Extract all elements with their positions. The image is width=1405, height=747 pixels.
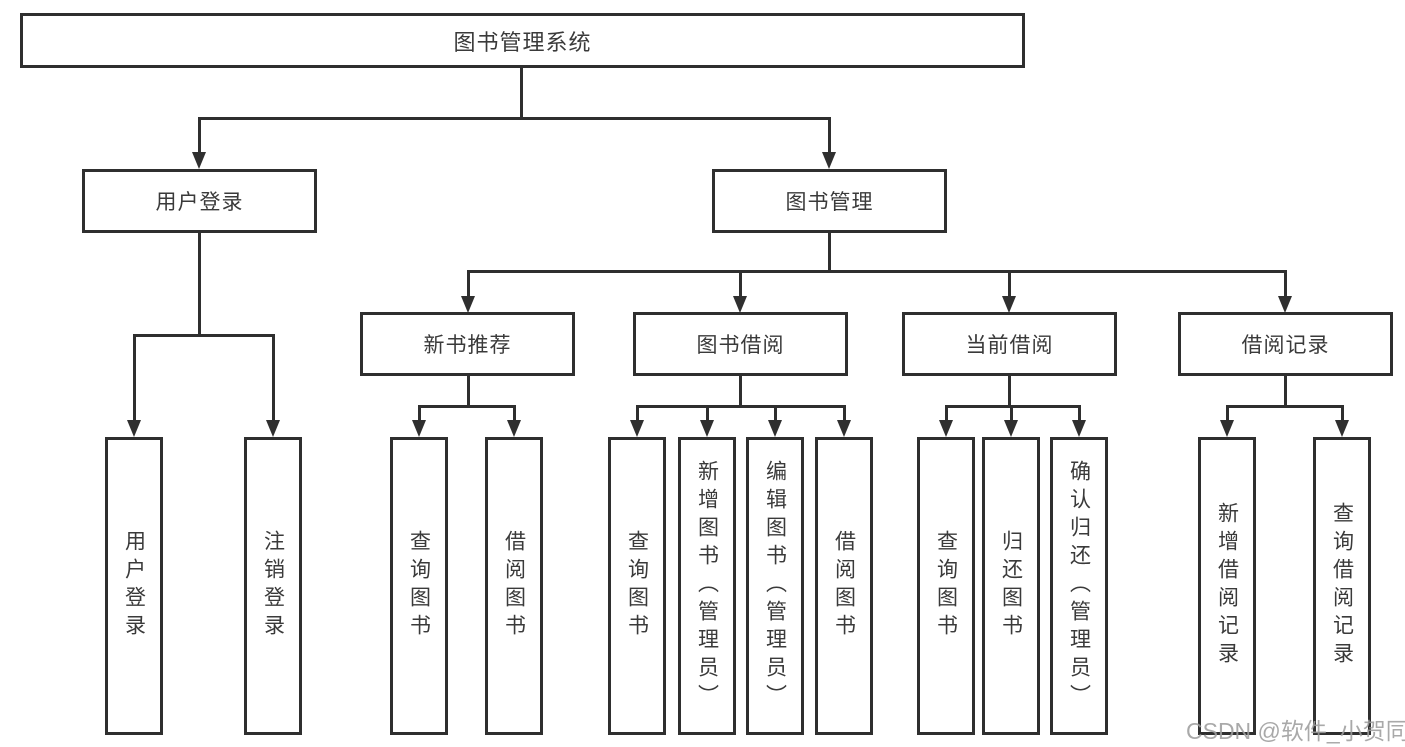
- arrow-down-icon: [412, 420, 426, 437]
- leaf-borrow-books-label: 借阅图书: [832, 530, 856, 642]
- connector-drop-leaf: [774, 405, 777, 421]
- node-book-management-label: 图书管理: [785, 191, 874, 214]
- connector-drop-branch: [739, 270, 742, 297]
- arrow-down-icon: [1072, 420, 1086, 437]
- connector-records-bar: [1226, 405, 1343, 408]
- node-user-login: 用户登录: [82, 169, 317, 233]
- arrow-down-icon: [630, 420, 644, 437]
- leaf-return-books-label: 归还图书: [999, 530, 1023, 642]
- leaf-add-book-admin: 新增图书（管理员）: [678, 437, 736, 735]
- leaf-borrow-books-recommend-label: 借阅图书: [502, 530, 526, 642]
- leaf-edit-book-admin-label: 编辑图书（管理员）: [763, 460, 787, 712]
- leaf-confirm-return-admin-label: 确认归还（管理员）: [1067, 460, 1091, 712]
- arrow-down-icon: [1335, 420, 1349, 437]
- connector-level2-bar: [198, 117, 831, 120]
- leaf-query-books-recommend: 查询图书: [390, 437, 448, 735]
- connector-drop-branch: [1008, 270, 1011, 297]
- arrow-down-icon: [127, 420, 141, 437]
- arrow-down-icon: [1278, 296, 1292, 313]
- leaf-query-books-recommend-label: 查询图书: [407, 530, 431, 642]
- leaf-return-books: 归还图书: [982, 437, 1040, 735]
- leaf-logout: 注销登录: [244, 437, 302, 735]
- node-borrowing-records-label: 借阅记录: [1241, 334, 1330, 357]
- connector-drop-leaf: [945, 405, 948, 421]
- leaf-query-books-borrow: 查询图书: [608, 437, 666, 735]
- connector-drop-leaf: [272, 334, 275, 421]
- leaf-user-login: 用户登录: [105, 437, 163, 735]
- connector-drop-leaf: [706, 405, 709, 421]
- leaf-query-books-current: 查询图书: [917, 437, 975, 735]
- node-new-book-recommend: 新书推荐: [360, 312, 575, 376]
- leaf-add-book-admin-label: 新增图书（管理员）: [695, 460, 719, 712]
- arrow-down-icon: [266, 420, 280, 437]
- connector-drop-branch: [1284, 270, 1287, 297]
- node-book-management: 图书管理: [712, 169, 947, 233]
- leaf-logout-label: 注销登录: [261, 530, 285, 642]
- leaf-query-books-borrow-label: 查询图书: [625, 530, 649, 642]
- arrow-down-icon: [822, 152, 836, 169]
- connector-drop-leaf: [133, 334, 136, 421]
- leaf-query-borrow-record-label: 查询借阅记录: [1330, 502, 1354, 670]
- connector-drop-leaf: [1341, 405, 1344, 421]
- leaf-add-borrow-record-label: 新增借阅记录: [1215, 502, 1239, 670]
- csdn-watermark: CSDN @软件_小贺同学: [1186, 718, 1405, 744]
- connector-root-stub: [520, 68, 523, 118]
- leaf-user-login-label: 用户登录: [122, 530, 146, 642]
- arrow-down-icon: [1002, 296, 1016, 313]
- connector-recommend-bar: [418, 405, 515, 408]
- leaf-query-books-current-label: 查询图书: [934, 530, 958, 642]
- connector-drop-branch: [467, 270, 470, 297]
- arrow-down-icon: [1220, 420, 1234, 437]
- leaf-edit-book-admin: 编辑图书（管理员）: [746, 437, 804, 735]
- connector-drop-leaf: [418, 405, 421, 421]
- connector-borrowing-stub: [739, 376, 742, 408]
- connector-drop-leaf: [1226, 405, 1229, 421]
- arrow-down-icon: [192, 152, 206, 169]
- node-root-label: 图书管理系统: [453, 29, 592, 55]
- leaf-confirm-return-admin: 确认归还（管理员）: [1050, 437, 1108, 735]
- connector-book-management-stub: [828, 233, 831, 272]
- arrow-down-icon: [939, 420, 953, 437]
- connector-current-stub: [1008, 376, 1011, 408]
- connector-drop-leaf: [1010, 405, 1013, 421]
- arrow-down-icon: [461, 296, 475, 313]
- arrow-down-icon: [507, 420, 521, 437]
- connector-user-login-stub: [198, 233, 201, 337]
- connector-drop-leaf: [1078, 405, 1081, 421]
- arrow-down-icon: [768, 420, 782, 437]
- connector-drop-user-login: [198, 117, 201, 153]
- node-book-borrowing: 图书借阅: [633, 312, 848, 376]
- connector-drop-leaf: [636, 405, 639, 421]
- connector-drop-leaf: [843, 405, 846, 421]
- node-book-borrowing-label: 图书借阅: [696, 334, 785, 357]
- leaf-borrow-books-recommend: 借阅图书: [485, 437, 543, 735]
- arrow-down-icon: [1004, 420, 1018, 437]
- connector-borrowing-bar: [636, 405, 845, 408]
- node-current-borrowing: 当前借阅: [902, 312, 1117, 376]
- connector-recommend-stub: [467, 376, 470, 408]
- leaf-query-borrow-record: 查询借阅记录: [1313, 437, 1371, 735]
- node-borrowing-records: 借阅记录: [1178, 312, 1393, 376]
- arrow-down-icon: [733, 296, 747, 313]
- node-current-borrowing-label: 当前借阅: [965, 334, 1054, 357]
- node-new-book-recommend-label: 新书推荐: [423, 334, 512, 357]
- leaf-add-borrow-record: 新增借阅记录: [1198, 437, 1256, 735]
- connector-records-stub: [1284, 376, 1287, 408]
- connector-user-login-bar: [133, 334, 274, 337]
- connector-level3-bar: [467, 270, 1286, 273]
- arrow-down-icon: [700, 420, 714, 437]
- leaf-borrow-books: 借阅图书: [815, 437, 873, 735]
- node-user-login-label: 用户登录: [155, 191, 244, 214]
- connector-drop-leaf: [513, 405, 516, 421]
- node-root: 图书管理系统: [20, 13, 1025, 68]
- arrow-down-icon: [837, 420, 851, 437]
- connector-drop-book-management: [828, 117, 831, 153]
